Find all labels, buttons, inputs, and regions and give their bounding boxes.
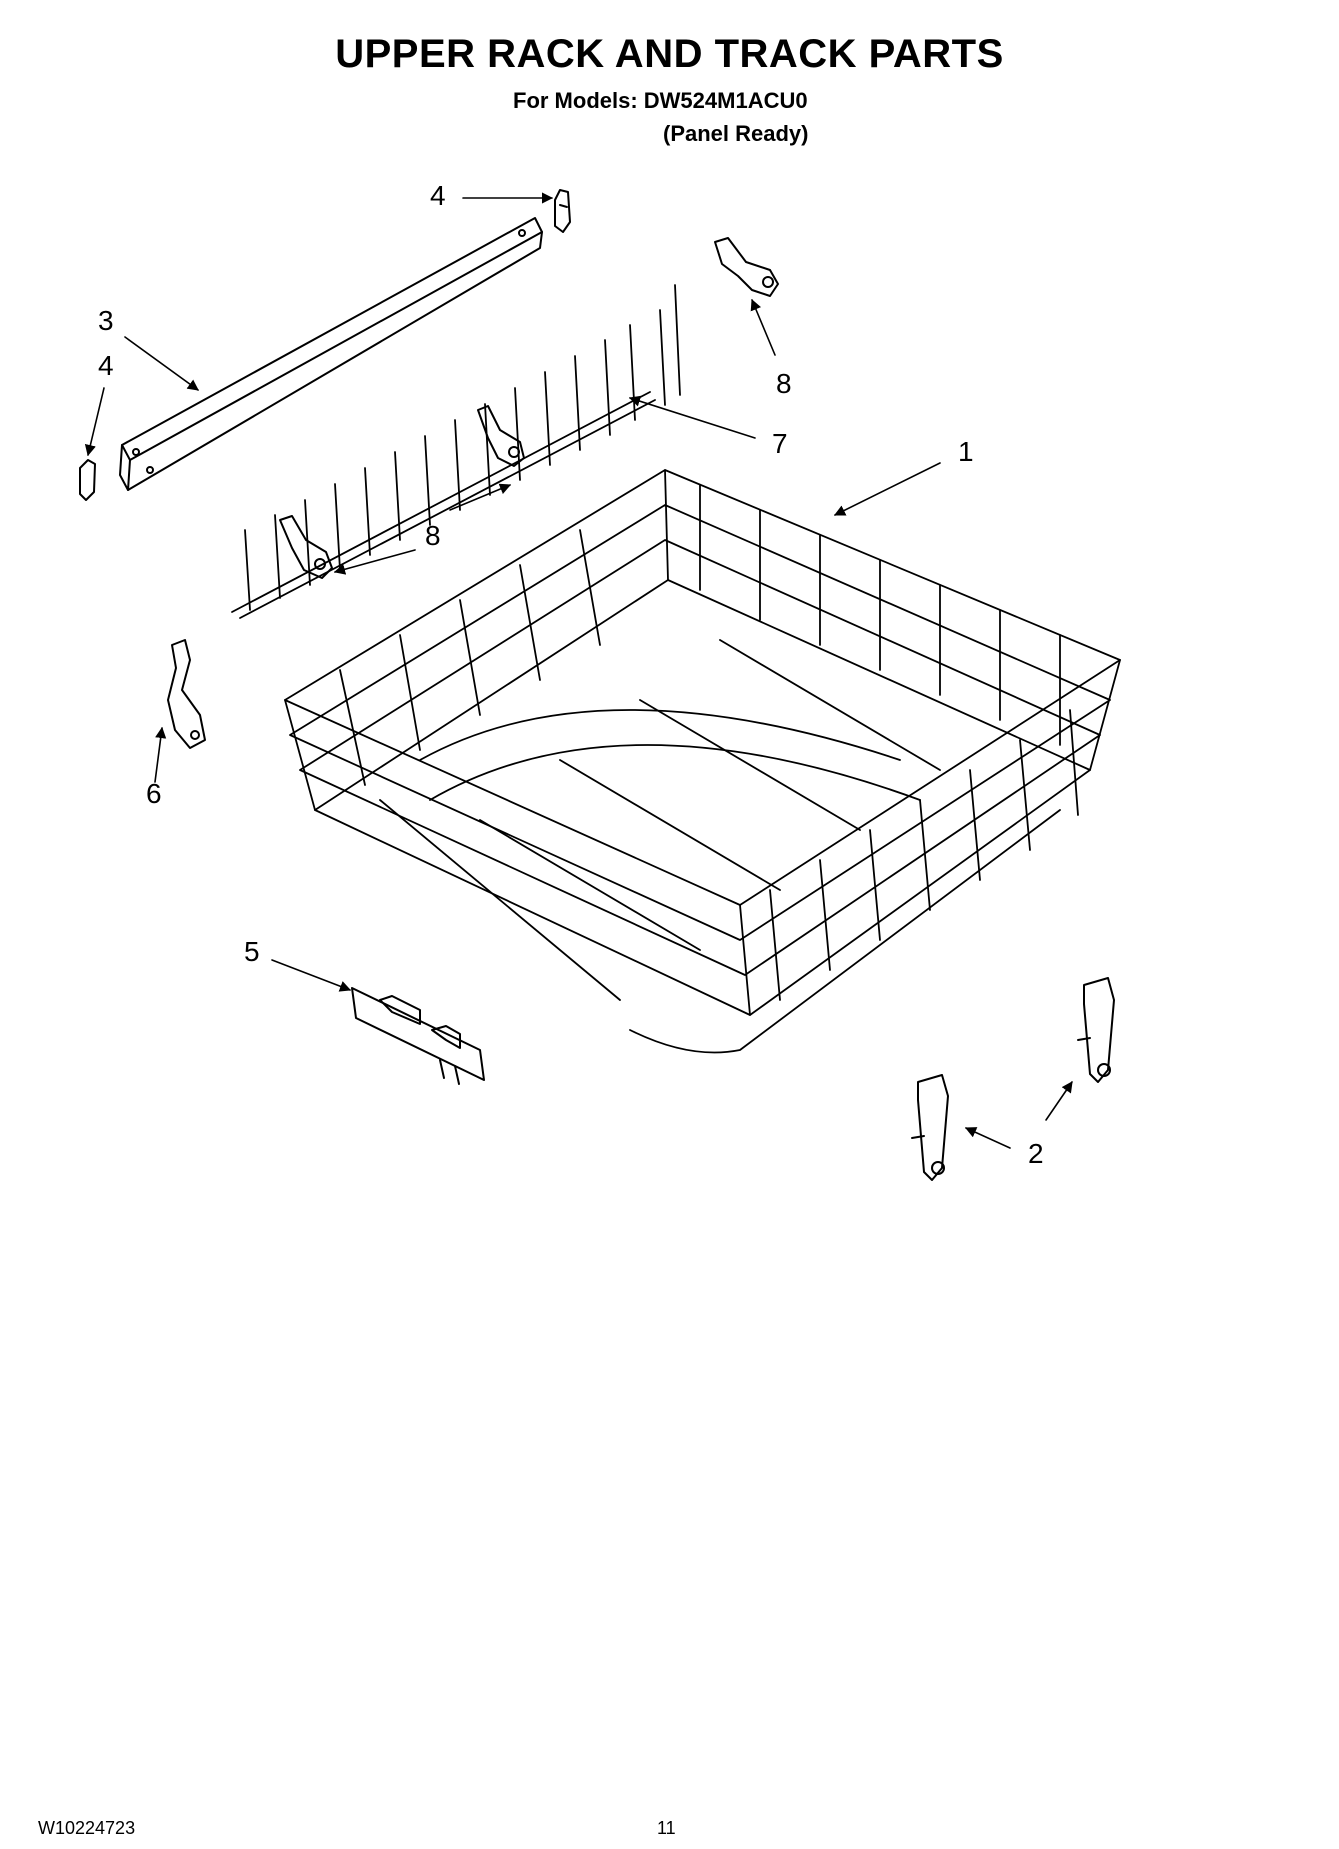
callout-8-top: 8	[776, 368, 792, 399]
part-6-rack-clip	[167, 639, 206, 749]
callout-4-left: 4	[98, 350, 114, 381]
callout-2: 2	[1028, 1138, 1044, 1169]
variant-line: (Panel Ready)	[663, 121, 809, 146]
callout-4-top: 4	[430, 180, 446, 211]
part-4-end-cap-left	[79, 459, 96, 501]
part-1-upper-rack	[284, 469, 1121, 1054]
callout-3: 3	[98, 305, 114, 336]
page-title: UPPER RACK AND TRACK PARTS	[335, 32, 1004, 76]
callout-5: 5	[244, 936, 260, 967]
callout-8-middle: 8	[425, 520, 441, 551]
part-3-track-rail	[119, 217, 543, 491]
part-4-end-cap-top	[554, 189, 571, 233]
models-line: For Models: DW524M1ACU0	[513, 88, 808, 113]
page-number: 11	[657, 1818, 676, 1838]
part-7-tine-row	[231, 284, 681, 619]
part-2-roller-assembly-right	[1077, 977, 1115, 1083]
leader-arrows	[84, 192, 1073, 1149]
callout-6: 6	[146, 778, 162, 809]
callout-1: 1	[958, 436, 974, 467]
part-8-clip-top	[714, 237, 779, 297]
part-5-rack-adjuster	[351, 987, 485, 1085]
callout-7: 7	[772, 428, 788, 459]
part-2-roller-assembly-left	[911, 1074, 949, 1181]
document-number: W10224723	[38, 1818, 136, 1838]
